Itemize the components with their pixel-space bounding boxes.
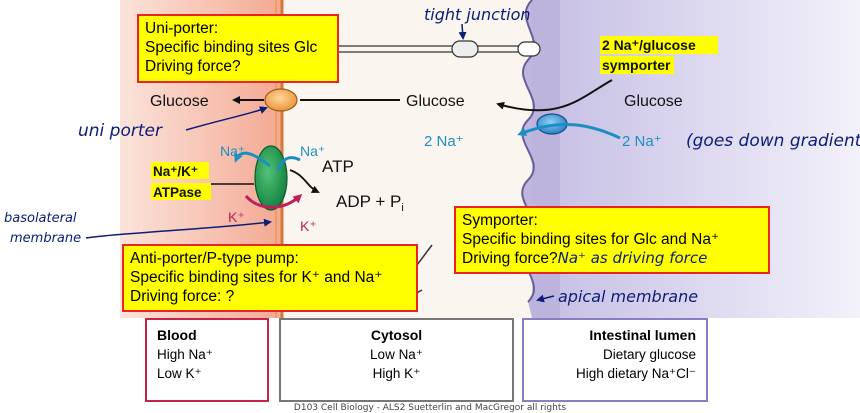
apical-membrane-annotation: apical membrane [558,287,698,306]
k-ion-label-right: K⁺ [300,218,317,234]
na-k-atpase-icon [254,145,288,211]
symporter-info-box: Symporter: Specific binding sites for Gl… [454,206,770,274]
k-ion-label-left: K⁺ [228,209,245,225]
uniporter-protein-icon [264,88,298,112]
blood-panel: Blood High Na⁺ Low K⁺ [145,318,269,402]
atp-label: ATP [322,157,354,176]
basolateral-annotation-line1: basolateral [4,211,77,226]
two-na-left-label: 2 Na⁺ [424,133,464,150]
two-na-right-label: 2 Na⁺ [622,133,662,150]
antiporter-info-box: Anti-porter/P-type pump: Specific bindin… [122,244,418,312]
glucose-middle-label: Glucose [406,93,465,110]
na-ion-label-right: Na⁺ [300,143,325,159]
lumen-line2: High dietary Na⁺Cl⁻ [575,366,696,381]
cytosol-line2: High K⁺ [372,366,421,381]
glucose-left-label: Glucose [150,93,209,110]
uniporter-box-line1: Uni-porter: [145,20,219,37]
lumen-panel: Intestinal lumen Dietary glucose High di… [522,318,708,402]
na-driving-force-annotation: Na⁺ as driving force [557,249,708,267]
nak-label-highlight [151,162,209,179]
cytosol-title: Cytosol [370,327,423,343]
cytosol-panel: Cytosol Low Na⁺ High K⁺ [279,318,514,402]
lumen-title: Intestinal lumen [589,327,696,343]
na-ion-label-left: Na⁺ [220,143,245,159]
symporter-box-line2: Specific binding sites for Glc and Na⁺ [462,231,720,248]
antiporter-box-line3: Driving force: ? [130,288,235,305]
glucose-right-label: Glucose [624,93,683,110]
antiporter-box-line2: Specific binding sites for K⁺ and Na⁺ [130,269,383,286]
uniporter-box-line2: Specific binding sites Glc [145,39,318,56]
symporter-name-line1: 2 Na⁺/glucose [602,37,696,53]
adp-label: ADP + Pi [336,192,404,214]
uniporter-box-line3: Driving force? [145,58,241,75]
symporter-label-highlight [600,36,718,54]
antiporter-box-line1: Anti-porter/P-type pump: [130,250,299,267]
atpase-label: ATPase [153,185,202,200]
symporter-box-line3: Driving force?Na⁺ as driving force [462,249,708,267]
blood-line2: Low K⁺ [157,366,202,381]
footer-text: D103 Cell Biology - ALS2 Suetterlin and … [293,403,567,413]
nak-label: Na⁺/K⁺ [153,164,198,179]
basolateral-annotation-line2: membrane [10,231,81,246]
uniporter-info-box: Uni-porter: Specific binding sites Glc D… [137,14,339,83]
goes-down-gradient-annotation: (goes down gradient) [686,131,860,151]
blood-line1: High Na⁺ [157,347,213,362]
symporter-box-line1: Symporter: [462,212,538,229]
tight-junction-icon [451,40,479,58]
blood-title: Blood [157,327,197,343]
lumen-line1: Dietary glucose [602,347,696,362]
cytosol-line1: Low Na⁺ [370,347,423,362]
symporter-name-line2: symporter [602,57,671,73]
tight-junction-annotation: tight junction [424,5,531,24]
uniporter-annotation: uni porter [78,121,163,141]
